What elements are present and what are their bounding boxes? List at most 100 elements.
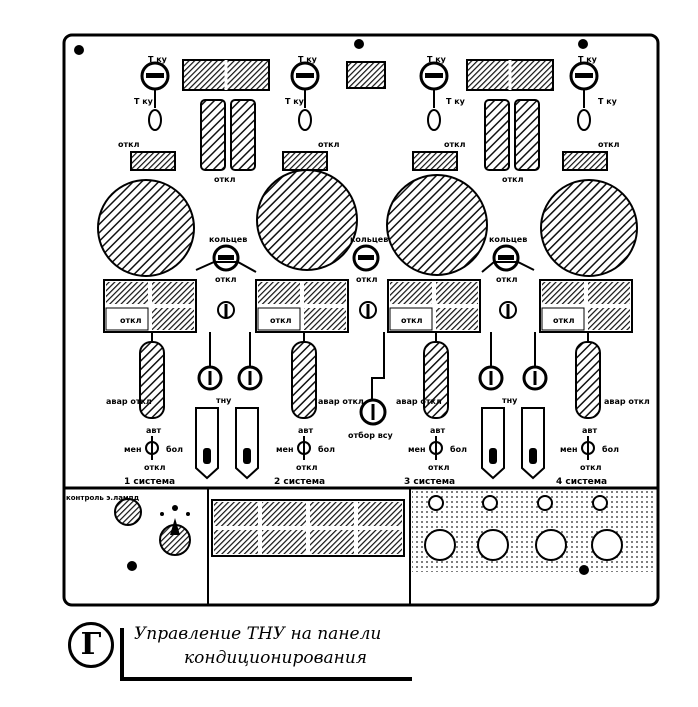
label-bol: бол	[602, 444, 619, 454]
temp-knob-1[interactable]	[140, 61, 170, 131]
lamp-indicator	[200, 99, 226, 171]
label-kolcevo: кольцев	[489, 235, 527, 244]
label-avar-otkl: авар откл	[106, 397, 152, 406]
ring-switch-2[interactable]	[352, 244, 380, 272]
system-indicator-4	[540, 179, 638, 277]
label-bol: бол	[166, 444, 183, 454]
label-lamp-test: контроль э.лампд	[66, 494, 139, 502]
rotary-selector[interactable]	[159, 505, 191, 556]
ring-switch-1[interactable]	[212, 244, 240, 272]
toggle-switch[interactable]	[359, 301, 377, 319]
caption-underline	[120, 677, 412, 681]
screw-icon	[74, 45, 84, 55]
label-otkl: откл	[318, 140, 340, 149]
label-bol: бол	[450, 444, 467, 454]
mode-toggle-2[interactable]	[297, 436, 311, 460]
label-avt: авт	[298, 426, 313, 435]
label-otkl: откл	[214, 175, 236, 184]
toggle-switch[interactable]	[217, 301, 235, 319]
lamp-indicator	[484, 99, 510, 171]
tnu-knob[interactable]	[237, 365, 263, 391]
label-t-ku: T ку	[427, 55, 447, 64]
lamp-label-otkl: откл	[120, 316, 142, 325]
label-otkl: откл	[428, 463, 450, 472]
off-lamp	[562, 151, 608, 171]
label-otkl: откл	[502, 175, 524, 184]
system-label-1: 1 система	[124, 477, 175, 487]
label-otkl: откл	[118, 140, 140, 149]
tnu-knob[interactable]	[478, 365, 504, 391]
screw-icon	[579, 565, 589, 575]
caption-line-2: кондиционирования	[184, 648, 368, 668]
temp-selector-1[interactable]	[139, 341, 165, 419]
mode-toggle-1[interactable]	[145, 436, 159, 460]
label-kolcevo: кольцев	[209, 235, 247, 244]
lamp-label-otkl: откл	[401, 316, 423, 325]
label-otbor-vsu: отбор всу	[348, 430, 394, 440]
tnu-knob[interactable]	[197, 365, 223, 391]
off-lamp	[130, 151, 176, 171]
label-avt: авт	[430, 426, 445, 435]
lamp-grid-4	[539, 279, 633, 333]
bleed-knob[interactable]	[359, 398, 387, 426]
indicator-block	[346, 61, 386, 89]
label-tnu: тну	[502, 396, 518, 405]
system-label-4: 4 система	[556, 477, 607, 487]
lamp-indicator	[514, 99, 540, 171]
label-otkl: откл	[580, 463, 602, 472]
temp-selector-4[interactable]	[575, 341, 601, 419]
temp-knob-3[interactable]	[419, 61, 449, 131]
label-t-ku: T ку	[285, 97, 305, 106]
off-lamp	[282, 151, 328, 171]
label-t-ku: T ку	[578, 55, 598, 64]
label-otkl: откл	[144, 463, 166, 472]
screw-icon	[354, 39, 364, 49]
bottom-lamp-grid	[211, 499, 405, 557]
mode-toggle-4[interactable]	[581, 436, 595, 460]
label-otkl: откл	[496, 275, 518, 284]
label-avt: авт	[582, 426, 597, 435]
temp-selector-3[interactable]	[423, 341, 449, 419]
lamp-indicator	[230, 99, 256, 171]
label-kolcevo: кольцев	[350, 235, 388, 244]
screw-icon	[127, 561, 137, 571]
lamp-label-otkl: откл	[553, 316, 575, 325]
toggle-switch[interactable]	[499, 301, 517, 319]
system-label-2: 2 система	[274, 477, 325, 487]
system-label-3: 3 система	[404, 477, 455, 487]
label-avar-otkl: авар откл	[604, 397, 650, 406]
lamp-label-otkl: откл	[270, 316, 292, 325]
lamp-grid-1	[103, 279, 197, 333]
label-otkl: откл	[598, 140, 620, 149]
caption-bracket	[120, 628, 124, 680]
label-men: мен	[124, 445, 142, 454]
temp-selector-2[interactable]	[291, 341, 317, 419]
shutter-pair-left[interactable]	[195, 407, 259, 480]
label-tnu: тну	[216, 396, 232, 405]
pressure-gauges	[424, 495, 623, 561]
lamp-grid-2	[255, 279, 349, 333]
label-men: мен	[276, 445, 294, 454]
temp-knob-2[interactable]	[290, 61, 320, 131]
lamp-test-knob[interactable]	[114, 498, 142, 526]
label-otkl: откл	[356, 275, 378, 284]
system-indicator-1	[97, 179, 195, 277]
tnu-knob[interactable]	[522, 365, 548, 391]
ring-switch-3[interactable]	[492, 244, 520, 272]
label-t-ku: T ку	[298, 55, 318, 64]
off-lamp	[412, 151, 458, 171]
label-t-ku: T ку	[598, 97, 618, 106]
label-otkl: откл	[215, 275, 237, 284]
label-otkl: откл	[444, 140, 466, 149]
temp-knob-4[interactable]	[569, 61, 599, 131]
label-t-ku: T ку	[134, 97, 154, 106]
mode-toggle-3[interactable]	[429, 436, 443, 460]
lamp-grid-3	[387, 279, 481, 333]
label-bol: бол	[318, 444, 335, 454]
label-avar-otkl: авар откл	[396, 397, 442, 406]
shutter-pair-right[interactable]	[481, 407, 545, 480]
label-t-ku: T ку	[148, 55, 168, 64]
label-otkl: откл	[296, 463, 318, 472]
